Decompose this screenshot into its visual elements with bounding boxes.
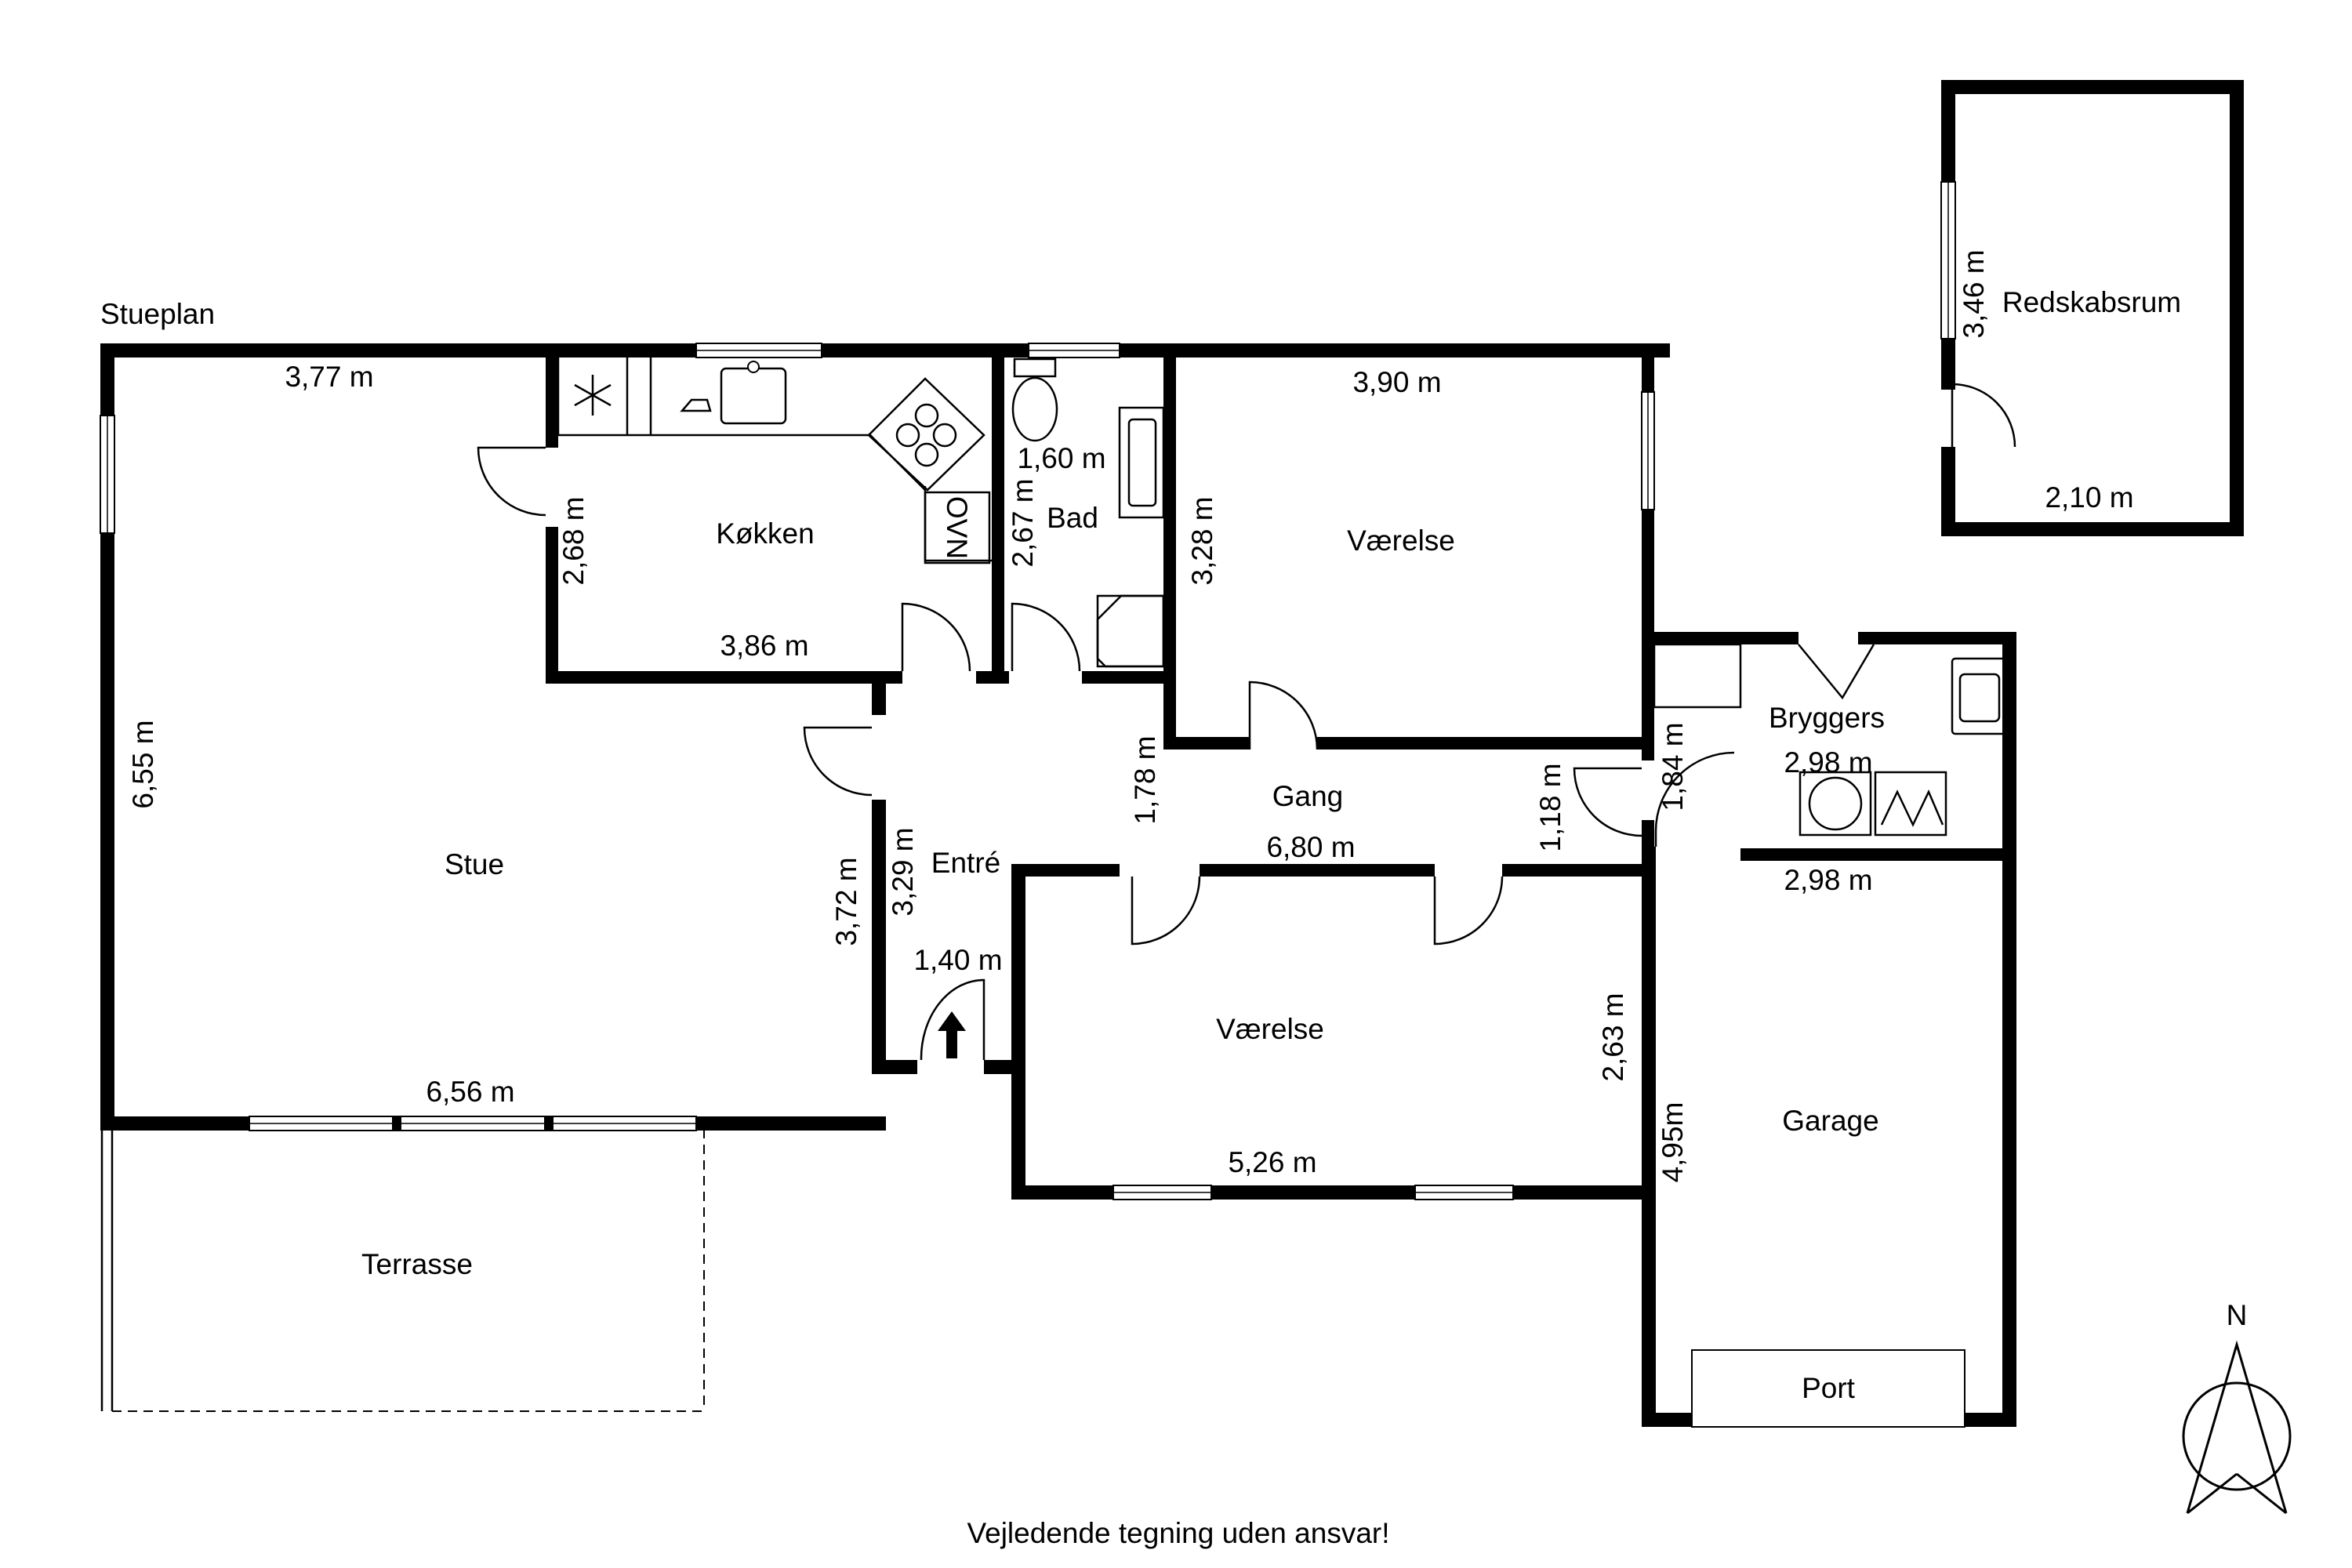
house-walls bbox=[100, 343, 2016, 1427]
dim-stue-top: 3,77 m bbox=[285, 361, 373, 393]
room-koekken: Køkken bbox=[716, 517, 814, 550]
dim-redskabsrum-height: 3,46 m bbox=[1958, 249, 1990, 338]
dim-entre-height: 3,29 m bbox=[887, 827, 919, 916]
dim-entre-width: 1,40 m bbox=[913, 944, 1002, 976]
room-gang: Gang bbox=[1272, 780, 1344, 812]
garage-port-label: Port bbox=[1802, 1372, 1856, 1404]
dim-bad-height: 2,67 m bbox=[1007, 478, 1039, 567]
kitchen-fixtures: OVN bbox=[557, 358, 992, 564]
oven-label: OVN bbox=[941, 496, 973, 559]
disclaimer: Vejledende tegning uden ansvar! bbox=[967, 1517, 1390, 1549]
dim-vaerelse-bottom-height: 2,63 m bbox=[1597, 993, 1629, 1081]
dim-stue-right: 3,72 m bbox=[830, 857, 862, 946]
compass-icon: N bbox=[2182, 1299, 2292, 1515]
dim-stue-left: 6,55 m bbox=[127, 720, 159, 808]
snowflake-icon bbox=[574, 375, 612, 416]
dim-garage-height: 4,95m bbox=[1657, 1102, 1689, 1183]
dim-vaerelse-top-height: 3,28 m bbox=[1186, 496, 1218, 585]
dim-bryggers-width-top: 2,98 m bbox=[1784, 746, 1872, 779]
room-bryggers: Bryggers bbox=[1769, 702, 1885, 734]
dim-bryggers-height: 1,84 m bbox=[1657, 722, 1689, 811]
dim-vaerelse-bottom-width: 5,26 m bbox=[1228, 1146, 1316, 1178]
bath-fixtures bbox=[1011, 358, 1165, 668]
dim-bad-width: 1,60 m bbox=[1017, 442, 1105, 474]
redskabsrum-walls bbox=[1940, 80, 2244, 536]
plan-title: Stueplan bbox=[100, 298, 215, 330]
dim-vaerelse-top-width: 3,90 m bbox=[1352, 366, 1441, 398]
bryggers-fixtures bbox=[1653, 643, 2009, 837]
room-garage: Garage bbox=[1782, 1105, 1878, 1137]
dim-stue-bottom: 6,56 m bbox=[426, 1076, 514, 1108]
dim-koekken-width: 3,86 m bbox=[720, 630, 808, 662]
room-bad: Bad bbox=[1047, 502, 1098, 534]
doors bbox=[477, 383, 2016, 1061]
dim-koekken-height: 2,68 m bbox=[557, 496, 590, 585]
compass-north-label: N bbox=[2227, 1299, 2248, 1331]
room-terrasse: Terrasse bbox=[361, 1248, 473, 1280]
entrance-arrow-icon bbox=[938, 1011, 966, 1058]
dim-redskabsrum-width: 2,10 m bbox=[2045, 481, 2133, 514]
dim-gang-width: 6,80 m bbox=[1266, 831, 1355, 863]
room-vaerelse-top: Værelse bbox=[1347, 524, 1455, 557]
room-redskabsrum: Redskabsrum bbox=[2002, 286, 2181, 318]
terrace-outline bbox=[100, 1129, 706, 1412]
dim-bryggers-width-bottom: 2,98 m bbox=[1784, 864, 1872, 896]
room-stue: Stue bbox=[445, 848, 504, 880]
stove-icon bbox=[867, 377, 985, 492]
windows bbox=[100, 343, 1965, 1428]
room-vaerelse-bottom: Værelse bbox=[1216, 1013, 1324, 1045]
dim-gang-height-right: 1,18 m bbox=[1534, 763, 1566, 851]
room-entre: Entré bbox=[931, 847, 1000, 879]
dim-gang-height-left: 1,78 m bbox=[1129, 735, 1161, 824]
